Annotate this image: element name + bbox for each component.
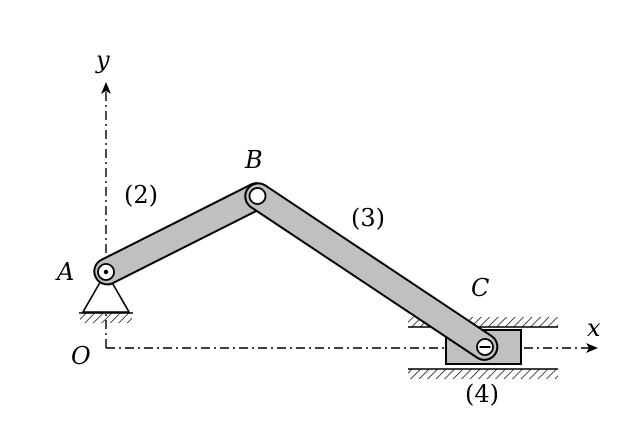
point-a-label: A [55,258,74,286]
crank-link [93,182,271,286]
x-axis-label: x [587,314,601,342]
upper-guide-hatch [408,317,558,327]
joint-b [248,187,267,205]
lower-guide-hatch [408,369,558,379]
coupler-link-label: (3) [351,204,385,232]
origin-label: O [71,342,91,370]
pivot-ground-hatch [80,313,132,323]
pivot-support-triangle [81,270,131,313]
point-c-label: C [471,274,489,302]
coupler-link [244,182,499,361]
point-b-label: B [244,146,263,174]
ground-pivot [79,270,133,323]
slider-link-label: (4) [465,380,499,408]
joint-a [97,263,115,281]
crank-link-label: (2) [124,181,158,209]
joint-c [476,338,494,356]
y-axis-label: y [95,46,110,74]
